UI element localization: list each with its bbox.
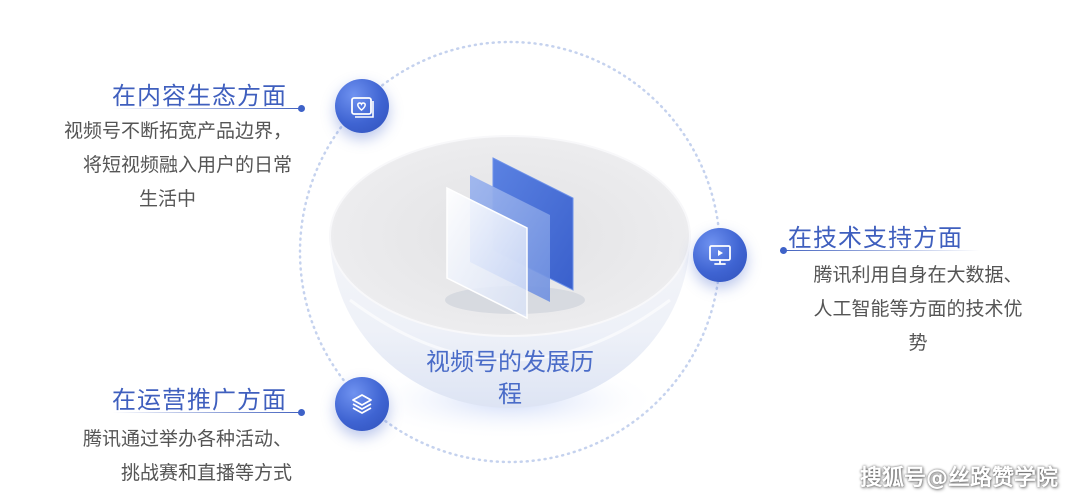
node-content: [335, 79, 389, 133]
section-rule-ops: [112, 409, 305, 416]
rule-dot: [298, 105, 305, 112]
card-front: [446, 186, 528, 320]
section-title-ops: 在运营推广方面: [112, 386, 287, 414]
center-title-line: 视频号的发展历: [426, 348, 594, 376]
layers-icon: [352, 394, 372, 414]
section-desc-tech: 腾讯利用自身在大数据、 人工智能等方面的技术优 势: [778, 258, 1058, 360]
center-title: 视频号的发展历 程: [390, 346, 630, 410]
desc-line: 将短视频融入用户的日常: [82, 154, 292, 176]
section-rule-content: [112, 105, 305, 112]
desc-line: 腾讯通过举办各种活动、: [82, 428, 292, 450]
desc-line: 势: [908, 332, 928, 354]
section-desc-ops: 腾讯通过举办各种活动、 挑战赛和直播等方式: [10, 422, 292, 490]
section-rule-tech: [780, 247, 980, 254]
desc-line: 腾讯利用自身在大数据、: [813, 264, 1023, 286]
photo-heart-icon: [351, 97, 374, 118]
play-screen-icon: [709, 245, 731, 265]
center-title-line: 程: [498, 380, 522, 408]
section-desc-content: 视频号不断拓宽产品边界， 将短视频融入用户的日常 生活中: [10, 114, 292, 216]
rule-dot: [298, 409, 305, 416]
section-title-content: 在内容生态方面: [112, 82, 287, 110]
node-tech: [693, 228, 747, 282]
node-ops: [335, 377, 389, 431]
desc-line: 视频号不断拓宽产品边界，: [63, 120, 292, 142]
desc-line: 挑战赛和直播等方式: [120, 462, 292, 484]
desc-line: 人工智能等方面的技术优: [813, 298, 1023, 320]
bowl-rim-edge: [329, 135, 691, 337]
desc-line: 生活中: [138, 188, 196, 210]
rule-dot: [780, 247, 787, 254]
section-title-tech: 在技术支持方面: [788, 224, 963, 252]
watermark: 搜狐号@丝路赞学院: [859, 466, 1058, 491]
bowl-gloss: [349, 298, 671, 362]
